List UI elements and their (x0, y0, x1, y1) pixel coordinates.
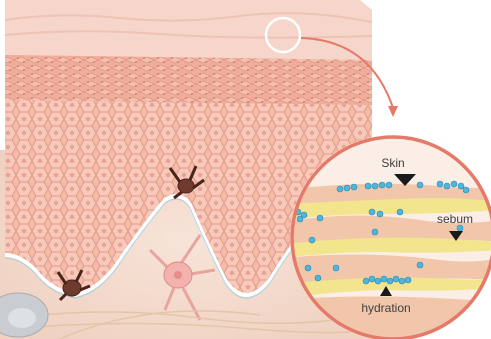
label-sebum: sebum (437, 212, 473, 226)
label-skin: Skin (381, 156, 404, 170)
stratum-corneum (5, 0, 372, 60)
label-hydration: hydration (361, 301, 410, 315)
